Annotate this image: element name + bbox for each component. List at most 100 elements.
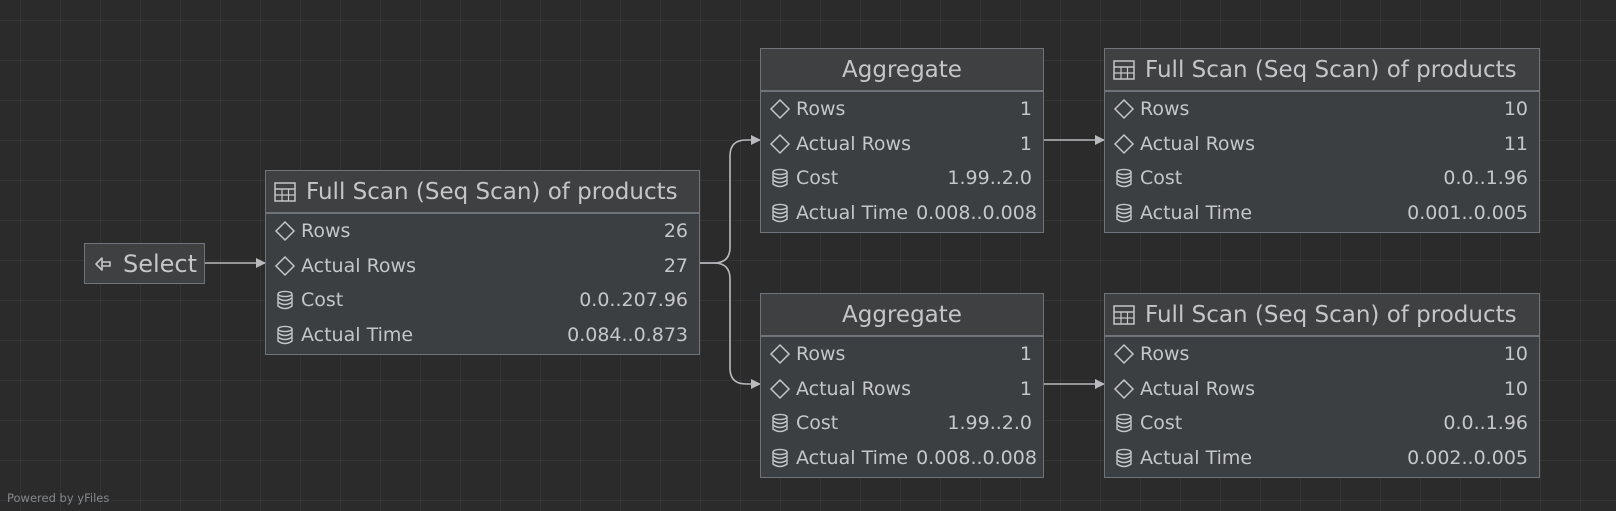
row-value: 1	[1019, 343, 1032, 366]
row-label: Rows	[796, 98, 846, 121]
aggregate-node-bottom[interactable]: Aggregate Rows 1 Actual Rows 1 Cost 1.99…	[760, 293, 1044, 478]
row-label: Rows	[301, 220, 351, 243]
scan-node-top[interactable]: Full Scan (Seq Scan) of products Rows 10…	[1104, 48, 1540, 233]
node-header: Full Scan (Seq Scan) of products	[1105, 294, 1539, 337]
diamond-icon	[274, 221, 296, 242]
diamond-icon	[1113, 133, 1135, 154]
row-label: Actual Rows	[796, 377, 911, 400]
row-rows: Rows 10	[1105, 337, 1539, 372]
powered-by-footer: Powered by yFiles	[7, 491, 110, 505]
row-cost: Cost 0.0..1.96	[1105, 406, 1539, 441]
row-actual-rows: Actual Rows 11	[1105, 127, 1539, 162]
diamond-icon	[769, 344, 791, 365]
row-label: Rows	[1140, 98, 1190, 121]
node-title: Full Scan (Seq Scan) of products	[1145, 301, 1517, 328]
database-icon	[772, 203, 788, 222]
row-value: 1	[1019, 98, 1032, 121]
row-label: Actual Time	[1140, 201, 1253, 224]
row-value: 0.001..0.005	[1407, 201, 1528, 224]
row-rows: Rows 1	[761, 92, 1043, 127]
row-cost: Cost 1.99..2.0	[761, 161, 1043, 196]
row-actual-time: Actual Time 0.001..0.005	[1105, 196, 1539, 231]
arrow-left-icon	[95, 256, 111, 271]
row-label: Cost	[1140, 412, 1183, 435]
database-icon	[772, 168, 788, 188]
diamond-icon	[769, 99, 791, 120]
diamond-icon	[769, 378, 791, 399]
database-icon	[1116, 203, 1132, 222]
row-label: Actual Rows	[301, 254, 416, 277]
database-icon	[1116, 448, 1132, 467]
row-value: 0.002..0.005	[1407, 446, 1528, 469]
row-value: 10	[1503, 343, 1528, 366]
row-value: 0.0..1.96	[1443, 167, 1528, 190]
diamond-icon	[1113, 344, 1135, 365]
scan-node-bottom[interactable]: Full Scan (Seq Scan) of products Rows 10…	[1104, 293, 1540, 478]
row-value: 1.99..2.0	[947, 167, 1032, 190]
row-actual-time: Actual Time 0.084..0.873	[266, 318, 699, 353]
row-value: 0.0..207.96	[579, 289, 688, 312]
row-label: Cost	[301, 289, 344, 312]
edge-scan-to-aggregate-top[interactable]	[700, 135, 761, 264]
row-value: 27	[663, 254, 688, 277]
select-node[interactable]: Select	[84, 243, 205, 284]
row-label: Actual Time	[301, 323, 414, 346]
node-header: Full Scan (Seq Scan) of products	[266, 171, 699, 214]
node-header: Aggregate	[761, 49, 1043, 92]
database-icon	[277, 290, 293, 310]
row-rows: Rows 26	[266, 214, 699, 249]
row-value: 0.008..0.008	[916, 446, 1037, 469]
row-label: Actual Rows	[796, 132, 911, 155]
row-actual-rows: Actual Rows 1	[761, 372, 1043, 407]
scan-node-main[interactable]: Full Scan (Seq Scan) of products Rows 26…	[265, 170, 700, 355]
diamond-icon	[1113, 378, 1135, 399]
node-header: Aggregate	[761, 294, 1043, 337]
edge-scan-to-aggregate-bottom[interactable]	[700, 262, 761, 389]
row-actual-time: Actual Time 0.002..0.005	[1105, 441, 1539, 476]
diamond-icon	[769, 133, 791, 154]
database-icon	[277, 325, 293, 344]
row-label: Actual Rows	[1140, 377, 1255, 400]
node-title: Full Scan (Seq Scan) of products	[306, 178, 678, 205]
row-value: 0.084..0.873	[567, 323, 688, 346]
row-value: 10	[1503, 377, 1528, 400]
table-icon	[274, 181, 296, 202]
row-label: Actual Time	[1140, 446, 1253, 469]
row-value: 11	[1503, 132, 1528, 155]
row-actual-time: Actual Time 0.008..0.008	[761, 441, 1043, 476]
row-cost: Cost 0.0..1.96	[1105, 161, 1539, 196]
row-value: 1.99..2.0	[947, 412, 1032, 435]
database-icon	[772, 448, 788, 467]
node-header: Full Scan (Seq Scan) of products	[1105, 49, 1539, 92]
row-actual-rows: Actual Rows 27	[266, 249, 699, 284]
row-label: Cost	[796, 167, 839, 190]
row-label: Rows	[1140, 343, 1190, 366]
row-value: 0.0..1.96	[1443, 412, 1528, 435]
diamond-icon	[274, 255, 296, 276]
row-actual-time: Actual Time 0.008..0.008	[761, 196, 1043, 231]
row-cost: Cost 1.99..2.0	[761, 406, 1043, 441]
row-value: 0.008..0.008	[916, 201, 1037, 224]
table-icon	[1113, 59, 1135, 80]
node-title: Aggregate	[842, 301, 962, 328]
database-icon	[1116, 168, 1132, 188]
node-title: Aggregate	[842, 56, 962, 83]
row-actual-rows: Actual Rows 1	[761, 127, 1043, 162]
row-actual-rows: Actual Rows 10	[1105, 372, 1539, 407]
database-icon	[1116, 413, 1132, 433]
row-label: Actual Rows	[1140, 132, 1255, 155]
table-icon	[1113, 304, 1135, 325]
row-value: 26	[663, 220, 688, 243]
row-label: Rows	[796, 343, 846, 366]
row-rows: Rows 10	[1105, 92, 1539, 127]
row-cost: Cost 0.0..207.96	[266, 283, 699, 318]
aggregate-node-top[interactable]: Aggregate Rows 1 Actual Rows 1 Cost 1.99…	[760, 48, 1044, 233]
database-icon	[772, 413, 788, 433]
row-label: Cost	[796, 412, 839, 435]
row-value: 10	[1503, 98, 1528, 121]
select-node-label: Select	[123, 249, 198, 278]
diamond-icon	[1113, 99, 1135, 120]
row-value: 1	[1019, 132, 1032, 155]
